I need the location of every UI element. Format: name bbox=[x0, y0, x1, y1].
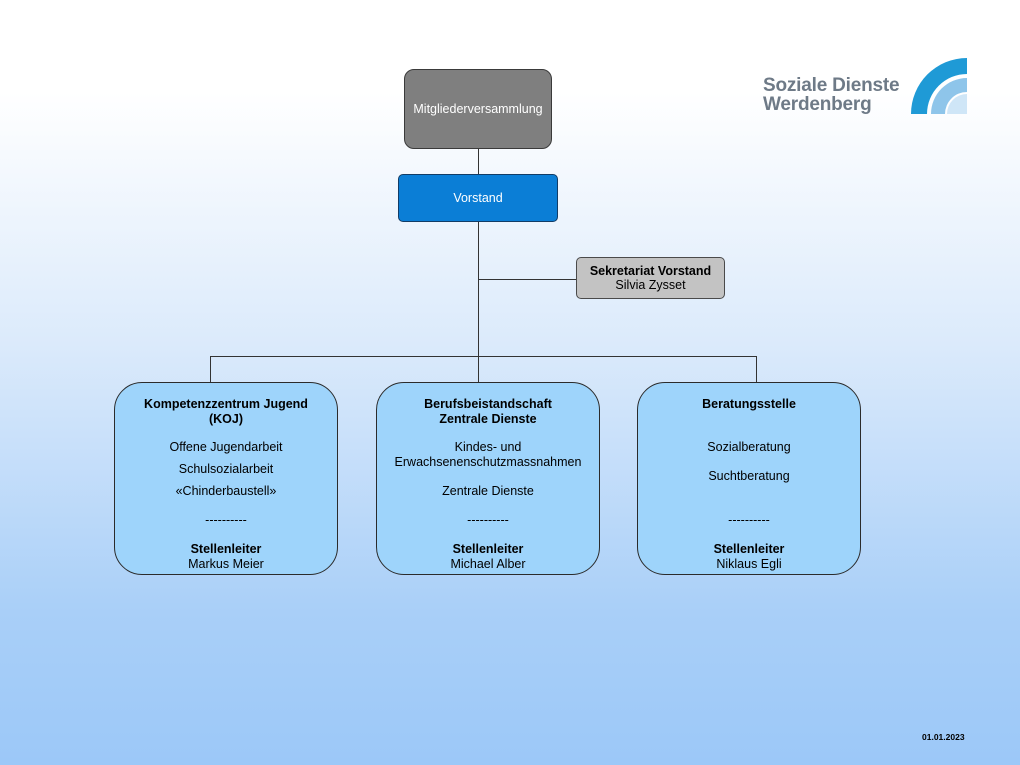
unit-bb-item-1: Kindes- und bbox=[454, 440, 522, 454]
unit-koj-item-2: Schulsozialarbeit bbox=[178, 462, 274, 476]
connector-to-unit-3 bbox=[756, 356, 757, 382]
node-vorstand-label: Vorstand bbox=[453, 191, 503, 205]
unit-bb-name: Michael Alber bbox=[450, 557, 526, 571]
unit-koj-role: Stellenleiter bbox=[190, 542, 262, 556]
logo-text: Soziale Dienste Werdenberg bbox=[763, 75, 900, 115]
sekretariat-title: Sekretariat Vorstand bbox=[589, 264, 712, 278]
logo-line-1: Soziale Dienste bbox=[763, 75, 900, 96]
connector-to-secretariat bbox=[478, 279, 576, 280]
unit-bb-role: Stellenleiter bbox=[452, 542, 524, 556]
node-mitgliederversammlung-label: Mitgliederversammlung bbox=[413, 102, 543, 116]
unit-bs-name: Niklaus Egli bbox=[716, 557, 782, 571]
unit-koj-item-3: «Chinderbaustell» bbox=[175, 484, 277, 498]
unit-bs-role: Stellenleiter bbox=[713, 542, 785, 556]
unit-bb-title-2: Zentrale Dienste bbox=[439, 412, 537, 426]
unit-bs-item-2: Suchtberatung bbox=[708, 469, 790, 483]
unit-koj-title-1: Kompetenzzentrum Jugend bbox=[144, 397, 308, 411]
unit-koj-name: Markus Meier bbox=[188, 557, 264, 571]
connector-top-to-board bbox=[478, 149, 479, 174]
unit-koj-title-2: (KOJ) bbox=[208, 412, 244, 426]
unit-beratungsstelle: Beratungsstelle Sozialberatung Suchtbera… bbox=[637, 382, 861, 575]
logo: Soziale Dienste Werdenberg bbox=[763, 52, 971, 118]
unit-bb-separator: ---------- bbox=[467, 513, 509, 527]
connector-horizontal-bus bbox=[210, 356, 757, 357]
unit-bs-item-1: Sozialberatung bbox=[707, 440, 791, 454]
connector-to-unit-2 bbox=[478, 356, 479, 382]
unit-bb-item-2: Erwachsenenschutzmassnahmen bbox=[394, 455, 582, 469]
sekretariat-name: Silvia Zysset bbox=[615, 278, 686, 292]
connector-board-trunk bbox=[478, 222, 479, 357]
logo-arc-outer bbox=[911, 58, 967, 114]
logo-line-2: Werdenberg bbox=[763, 94, 872, 115]
unit-bs-separator: ---------- bbox=[728, 513, 770, 527]
footer-date: 01.01.2023 bbox=[922, 732, 965, 742]
unit-koj-separator: ---------- bbox=[205, 513, 247, 527]
node-sekretariat: Sekretariat Vorstand Silvia Zysset bbox=[576, 257, 725, 299]
unit-koj-item-1: Offene Jugendarbeit bbox=[169, 440, 283, 454]
connector-to-unit-1 bbox=[210, 356, 211, 382]
unit-bb-title-1: Berufsbeistandschaft bbox=[424, 397, 552, 411]
unit-bb-item-3: Zentrale Dienste bbox=[442, 484, 534, 498]
unit-berufsbeistandschaft: Berufsbeistandschaft Zentrale Dienste Ki… bbox=[376, 382, 600, 575]
unit-koj: Kompetenzzentrum Jugend (KOJ) Offene Jug… bbox=[114, 382, 338, 575]
unit-bs-title-1: Beratungsstelle bbox=[702, 397, 796, 411]
node-vorstand: Vorstand bbox=[398, 174, 558, 222]
node-mitgliederversammlung: Mitgliederversammlung bbox=[404, 69, 552, 149]
logo-arc-middle bbox=[931, 78, 967, 114]
logo-arcs-icon bbox=[911, 58, 967, 114]
logo-arc-inner bbox=[947, 94, 967, 114]
